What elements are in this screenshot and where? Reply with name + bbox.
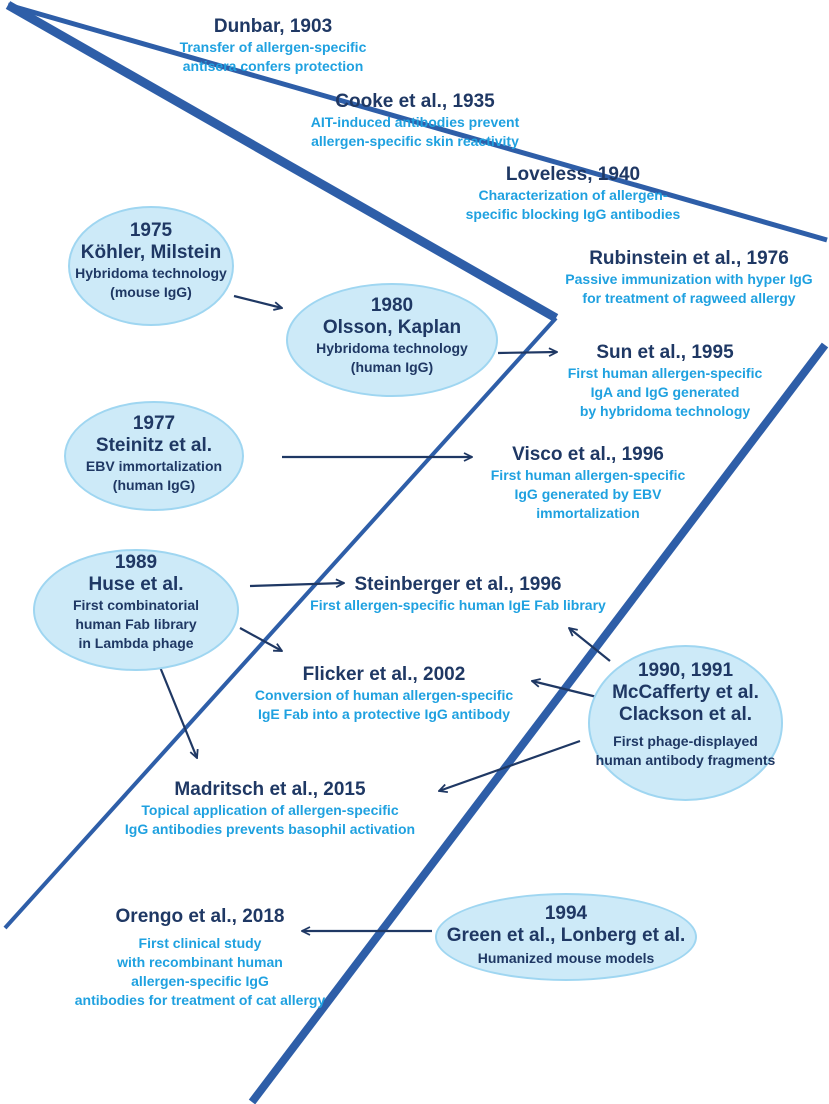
- milestone-year: 1990, 1991: [637, 660, 734, 681]
- timeline-lines: [3, 1, 829, 1104]
- milestone-description: EBV immortalization: [85, 458, 223, 474]
- milestone-description: Hybridoma technology: [75, 265, 227, 281]
- event-madritsch: Madritsch et al., 2015 Topical applicati…: [100, 778, 440, 839]
- event-title: Orengo et al., 2018: [115, 906, 285, 927]
- event-description: Transfer of allergen-specific: [179, 39, 367, 55]
- event-description: specific blocking IgG antibodies: [465, 206, 681, 222]
- event-title: Dunbar, 1903: [213, 16, 333, 37]
- event-description: IgA and IgG generated: [590, 384, 740, 400]
- arrows: [158, 294, 611, 931]
- event-description: Passive immunization with hyper IgG: [565, 271, 813, 287]
- timeline-line-right-diagonal: [248, 342, 829, 1104]
- milestone-description: in Lambda phage: [78, 635, 194, 651]
- event-sun: Sun et al., 1995 First human allergen-sp…: [550, 341, 780, 421]
- milestone-huse: 1989 Huse et al. First combinatorial hum…: [33, 552, 239, 653]
- milestone-names: McCafferty et al.: [612, 682, 759, 703]
- milestone-year: 1975: [129, 220, 173, 241]
- event-description: First human allergen-specific: [490, 467, 686, 483]
- milestone-mccafferty: 1990, 1991 McCafferty et al. Clackson et…: [580, 660, 791, 770]
- event-description: antisera confers protection: [182, 58, 364, 74]
- event-description: Characterization of allergen-: [478, 187, 668, 203]
- event-title: Madritsch et al., 2015: [174, 779, 366, 800]
- milestone-oval-mccafferty: [588, 645, 783, 801]
- milestone-names: Green et al., Lonberg et al.: [446, 925, 686, 946]
- milestone-oval-steinitz: [64, 401, 244, 511]
- arrow-mccafferty-to-madritsch: [439, 739, 581, 791]
- milestone-year: 1994: [544, 903, 588, 924]
- milestone-oval-olsson: [286, 283, 498, 397]
- event-description: allergen-specific skin reactivity: [311, 133, 519, 149]
- event-description: Conversion of human allergen-specific: [254, 687, 514, 703]
- timeline-line-top-outer: [7, 2, 828, 243]
- event-visco: Visco et al., 1996 First human allergen-…: [463, 443, 713, 523]
- timeline-line-left-diagonal: [3, 316, 558, 930]
- event-title: Steinberger et al., 1996: [354, 574, 562, 595]
- arrow-mccafferty-to-flicker: [532, 681, 602, 700]
- event-title: Loveless, 1940: [505, 164, 641, 185]
- event-description: antibodies for treatment of cat allergy: [74, 992, 326, 1008]
- event-orengo: Orengo et al., 2018 First clinical study…: [60, 905, 340, 1010]
- milestone-kohler: 1975 Köhler, Milstein Hybridoma technolo…: [68, 220, 234, 302]
- event-cooke: Cooke et al., 1935 AIT-induced antibodie…: [285, 90, 545, 151]
- milestone-description: Hybridoma technology: [316, 340, 468, 356]
- event-steinberger: Steinberger et al., 1996 First allergen-…: [288, 573, 628, 615]
- milestone-names: Köhler, Milstein: [80, 242, 222, 263]
- event-description: IgG generated by EBV: [514, 486, 662, 502]
- milestone-steinitz: 1977 Steinitz et al. EBV immortalization…: [64, 413, 244, 495]
- event-loveless: Loveless, 1940 Characterization of aller…: [448, 163, 698, 224]
- event-description: IgE Fab into a protective IgG antibody: [257, 706, 511, 722]
- event-description: for treatment of ragweed allergy: [582, 290, 796, 306]
- event-description: with recombinant human: [117, 954, 283, 970]
- milestone-description: Humanized mouse models: [477, 950, 655, 966]
- event-description: immortalization: [536, 505, 640, 521]
- milestone-names: Steinitz et al.: [95, 435, 213, 456]
- event-description: First allergen-specific human IgE Fab li…: [310, 597, 606, 613]
- milestone-oval-huse: [33, 549, 239, 671]
- milestone-description: human Fab library: [75, 616, 197, 632]
- milestone-year: 1980: [370, 295, 414, 316]
- milestone-oval-kohler: [68, 206, 234, 326]
- milestone-year: 1977: [132, 413, 176, 434]
- event-description: First human allergen-specific: [567, 365, 763, 381]
- milestone-green: 1994 Green et al., Lonberg et al. Humani…: [435, 903, 697, 968]
- timeline-line-top-inner: [5, 1, 559, 322]
- milestone-olsson: 1980 Olsson, Kaplan Hybridoma technology…: [286, 295, 498, 377]
- milestone-names: Huse et al.: [88, 574, 184, 595]
- milestone-oval-green: [435, 893, 697, 981]
- milestone-description: (human IgG): [350, 359, 434, 375]
- milestone-year: 1989: [114, 552, 158, 573]
- arrow-huse-to-flicker: [239, 627, 282, 651]
- arrow-mccafferty-to-steinberger: [569, 628, 611, 662]
- arrow-huse-to-madritsch: [158, 666, 197, 758]
- event-title: Rubinstein et al., 1976: [589, 248, 789, 269]
- event-description: First clinical study: [138, 935, 262, 951]
- event-title: Sun et al., 1995: [596, 342, 734, 363]
- event-rubinstein: Rubinstein et al., 1976 Passive immuniza…: [552, 247, 826, 308]
- arrow-kohler-to-olsson: [233, 294, 282, 308]
- event-title: Visco et al., 1996: [512, 444, 664, 465]
- event-dunbar: Dunbar, 1903 Transfer of allergen-specif…: [153, 15, 393, 76]
- arrow-huse-to-steinberger: [249, 583, 344, 586]
- milestone-description: (mouse IgG): [110, 284, 192, 300]
- event-description: allergen-specific IgG: [131, 973, 269, 989]
- event-title: Cooke et al., 1935: [335, 91, 495, 112]
- milestone-description: human antibody fragments: [595, 752, 776, 768]
- event-description: Topical application of allergen-specific: [141, 802, 399, 818]
- event-description: by hybridoma technology: [579, 403, 751, 419]
- milestone-names: Olsson, Kaplan: [322, 317, 462, 338]
- event-flicker: Flicker et al., 2002 Conversion of human…: [234, 663, 534, 724]
- arrow-olsson-to-sun: [497, 352, 557, 353]
- milestone-description: First combinatorial: [72, 597, 200, 613]
- event-description: AIT-induced antibodies prevent: [310, 114, 520, 130]
- event-description: IgG antibodies prevents basophil activat…: [124, 821, 416, 837]
- milestone-names: Clackson et al.: [618, 704, 753, 725]
- milestone-description: (human IgG): [112, 477, 196, 493]
- event-title: Flicker et al., 2002: [302, 664, 466, 685]
- milestone-description: First phage-displayed: [613, 733, 758, 749]
